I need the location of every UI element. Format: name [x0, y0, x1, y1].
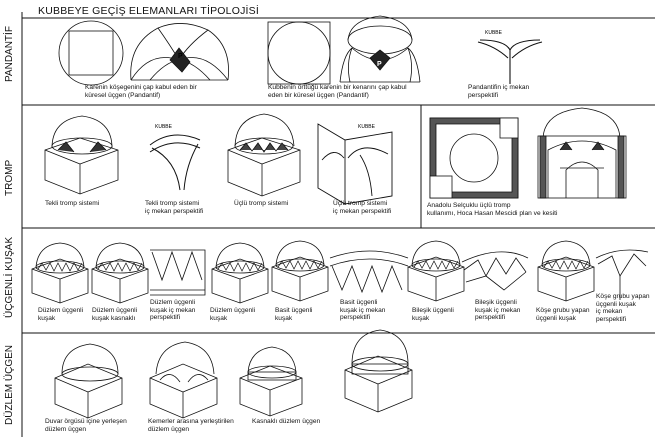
- caption-pandantif-2: Kubbenin örttüğü karenin bir kenarını ça…: [268, 84, 407, 99]
- caption-tromp-3: Üçlü tromp sistemi: [234, 200, 289, 207]
- caption-duzlem-2: Kemerler arasına yerleştirilen düzlem üç…: [148, 418, 234, 433]
- square-circle-plan: [267, 21, 331, 85]
- hoca-hasan-plan: [429, 117, 519, 199]
- tromp-kubbe-label-2: KUBBE: [358, 124, 376, 130]
- caption-ucgenli-6: Basit üçgenli kuşak iç mekan perspektifi: [340, 299, 386, 322]
- caption-ucgenli-4: Düzlem üçgenli kuşak: [210, 307, 256, 322]
- caption-pandantif-3: Pandantifin iç mekan perspektifi: [468, 84, 530, 99]
- caption-ucgenli-5: Basit üçgenli kuşak: [275, 307, 313, 322]
- ucgenli-interior-2: [329, 250, 409, 294]
- tromp-cube-1: [44, 115, 119, 195]
- caption-ucgenli-10: Köşe grubu yapan üçgenli kuşak iç mekan …: [596, 293, 650, 323]
- circle-square-plan: [58, 20, 124, 86]
- ucgenli-interior-4: [595, 249, 649, 300]
- caption-tromp-2: Tekli tromp sistemi iç mekan perspektifi: [145, 200, 204, 215]
- tromp-interior-2: [317, 123, 393, 205]
- hoca-hasan-section: [537, 107, 627, 199]
- caption-ucgenli-8: Bileşik üçgenli kuşak iç mekan perspekti…: [475, 299, 521, 322]
- ucgenli-interior-1: [150, 249, 206, 296]
- tromp-kubbe-label-1: KUBBE: [155, 124, 173, 130]
- pandantif-dome-1: [130, 23, 229, 81]
- duzlem-cube-2: [149, 341, 218, 419]
- caption-ucgenli-9: Köşe grubu yapan üçgenli kuşak: [536, 307, 590, 322]
- sheet-title: KUBBEYE GEÇİŞ ELEMANLARI TİPOLOJİSİ: [38, 5, 259, 17]
- caption-ucgenli-7: Bileşik üçgenli kuşak: [412, 307, 454, 322]
- duzlem-cube-3: [239, 346, 303, 417]
- caption-ucgenli-2: Düzlem üçgenli kuşak kasnaklı: [92, 307, 138, 322]
- pandantif-p-mark-2: P: [377, 61, 382, 68]
- caption-pandantif-1: Karenin köşegenini çap kabul eden bir kü…: [85, 84, 197, 99]
- caption-tromp-4: Üçlü tromp sistemi iç mekan perspektifi: [333, 200, 392, 215]
- pandantif-p-mark-1: P: [178, 53, 183, 60]
- pandantif-interior: [477, 39, 543, 84]
- caption-duzlem-3: Kasnaklı düzlem üçgen: [252, 418, 321, 425]
- duzlem-cube-1: [54, 343, 123, 419]
- caption-ucgenli-3: Düzlem üçgenli kuşak iç mekan perspektif…: [150, 299, 196, 322]
- duzlem-cube-4: [344, 329, 413, 413]
- caption-ucgenli-1: Düzlem üçgenli kuşak: [38, 307, 84, 322]
- tromp-cube-2: [227, 113, 301, 197]
- pandantif-dome-2: [339, 15, 421, 83]
- ucgenli-interior-3: [461, 251, 529, 291]
- caption-tromp-5: Anadolu Selçuklu üçlü tromp kullanımı, H…: [427, 202, 558, 217]
- caption-tromp-1: Tekli tromp sistemi: [45, 200, 100, 207]
- pandantif-kubbe-label: KUBBE: [485, 30, 503, 36]
- tromp-interior-1: [149, 134, 201, 191]
- caption-duzlem-1: Duvar örgüsü içine yerleşen düzlem üçgen: [45, 418, 127, 433]
